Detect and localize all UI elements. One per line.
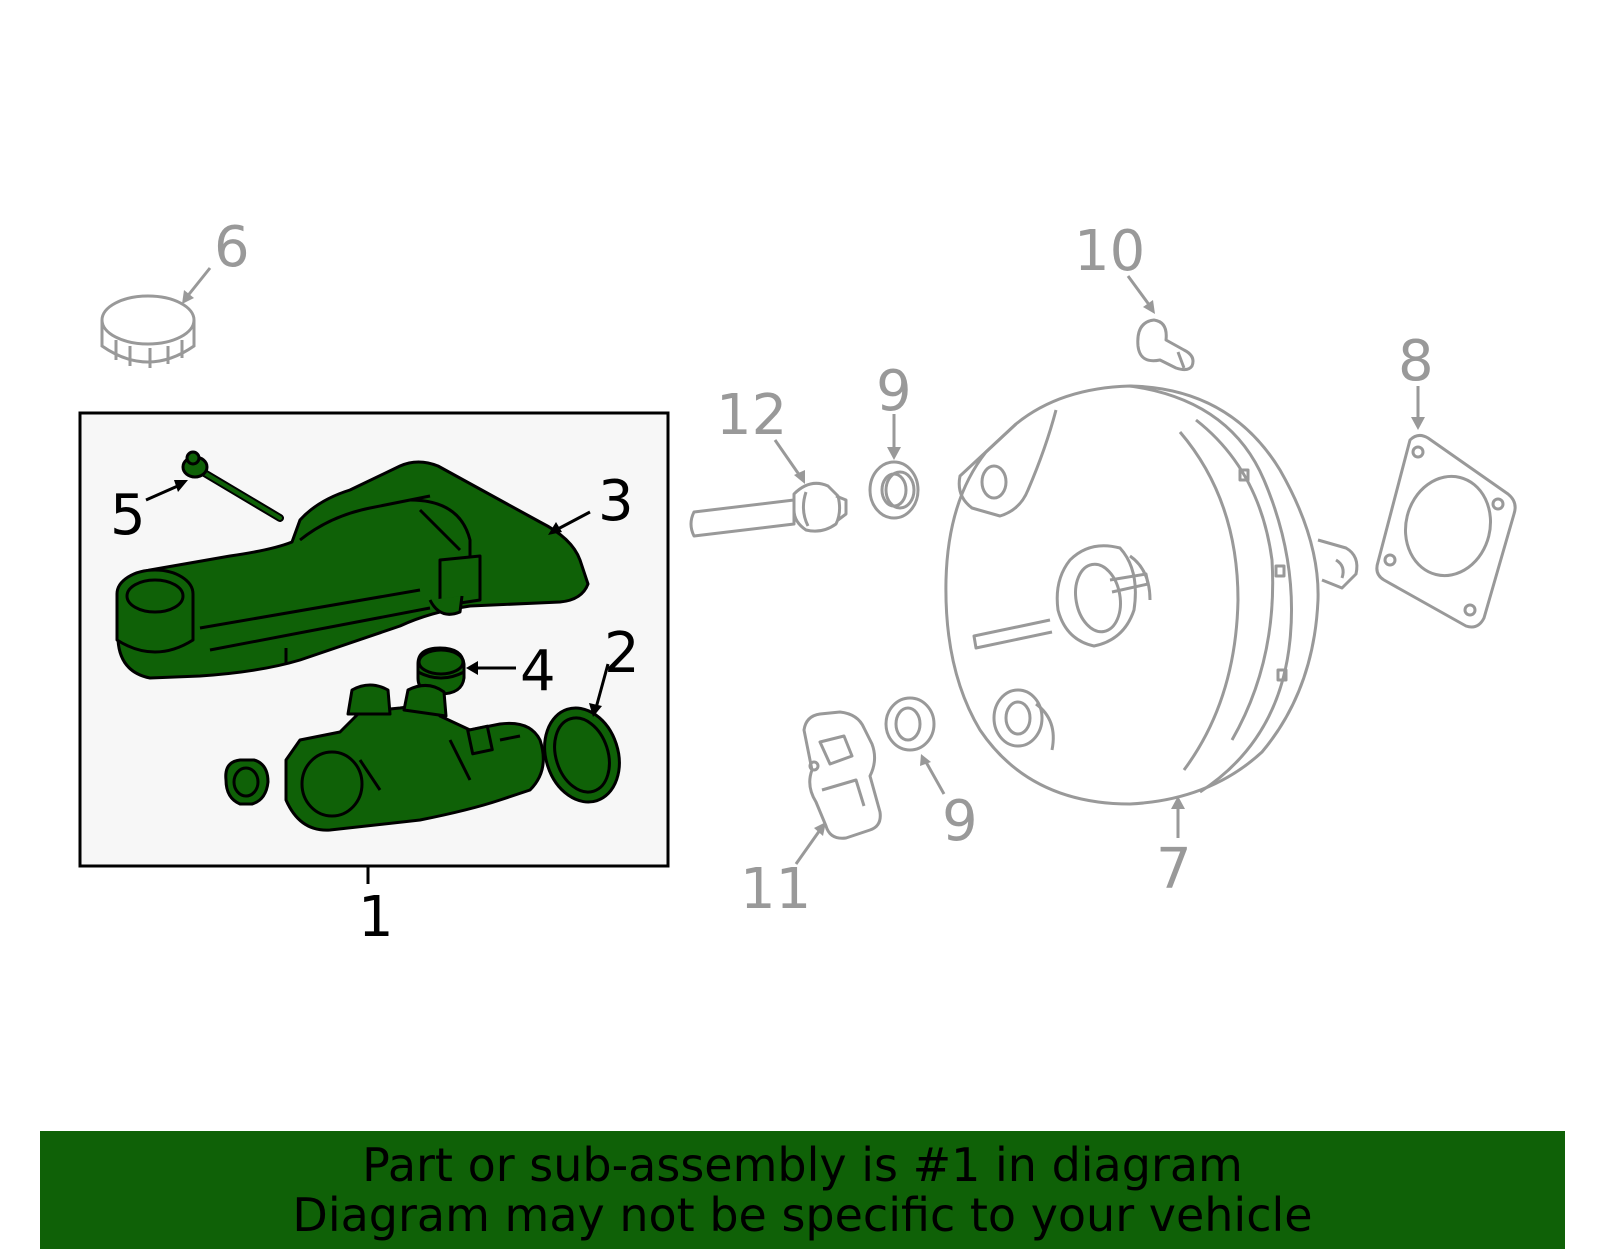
part-4-arrowhead <box>466 661 478 675</box>
banner-line-1: Part or sub-assembly is #1 in diagram <box>362 1138 1243 1192</box>
part-10-check-valve[interactable] <box>1136 318 1195 372</box>
part-1-nut[interactable] <box>224 758 270 806</box>
part-5-arrowhead <box>174 480 188 492</box>
part-11-sensor[interactable] <box>802 710 882 840</box>
part-4-grommet[interactable] <box>416 646 466 696</box>
part-3-arrow <box>555 510 591 532</box>
part-9-upper-arrowhead <box>887 447 901 460</box>
part-12-arrow <box>773 439 802 477</box>
part-8-gasket[interactable] <box>1375 433 1517 629</box>
part-6-arrowhead <box>182 290 194 304</box>
part-7-arrowhead <box>1171 796 1185 809</box>
part-6-reservoir-cap[interactable] <box>100 294 196 368</box>
part-2-seal[interactable] <box>533 698 631 812</box>
part-12-bolt[interactable] <box>689 481 848 538</box>
part-2-arrow <box>594 663 610 709</box>
part-7-brake-booster[interactable] <box>944 384 1359 806</box>
callout-12: 12 <box>716 383 787 448</box>
part-2-arrowhead <box>589 703 602 717</box>
callout-7: 7 <box>1156 837 1192 902</box>
callout-9-lower: 9 <box>942 789 978 854</box>
callout-4: 4 <box>520 639 556 704</box>
part-11-arrowhead <box>814 822 826 836</box>
callout-9-upper: 9 <box>876 359 912 424</box>
callout-1: 1 <box>358 885 394 950</box>
part-11-arrow <box>794 829 822 865</box>
part-9-washer-lower[interactable] <box>884 696 936 752</box>
callout-11: 11 <box>740 857 811 922</box>
part-3-arrowhead <box>548 522 562 535</box>
info-banner: Part or sub-assembly is #1 in diagram Di… <box>40 1131 1565 1249</box>
part-8-arrowhead <box>1411 417 1425 430</box>
part-1-master-cylinder[interactable] <box>284 683 545 832</box>
callout-2: 2 <box>604 621 640 686</box>
part-10-arrow <box>1126 275 1152 307</box>
callout-5: 5 <box>110 483 146 548</box>
part-5-arrow <box>145 483 181 502</box>
callout-8: 8 <box>1398 329 1434 394</box>
part-9-lower-arrowhead <box>920 754 931 766</box>
part-9-washer-upper[interactable] <box>868 460 920 520</box>
part-9-lower-arrow <box>924 761 946 795</box>
part-6-arrow <box>184 267 212 299</box>
callout-3: 3 <box>598 469 634 534</box>
banner-line-2: Diagram may not be specific to your vehi… <box>292 1188 1313 1242</box>
part-12-arrowhead <box>794 470 805 484</box>
callout-6: 6 <box>214 215 250 280</box>
part-5-bolt[interactable] <box>181 450 284 522</box>
part-10-arrowhead <box>1143 300 1155 314</box>
callout-10: 10 <box>1074 219 1145 284</box>
part-3-reservoir[interactable] <box>115 460 590 680</box>
